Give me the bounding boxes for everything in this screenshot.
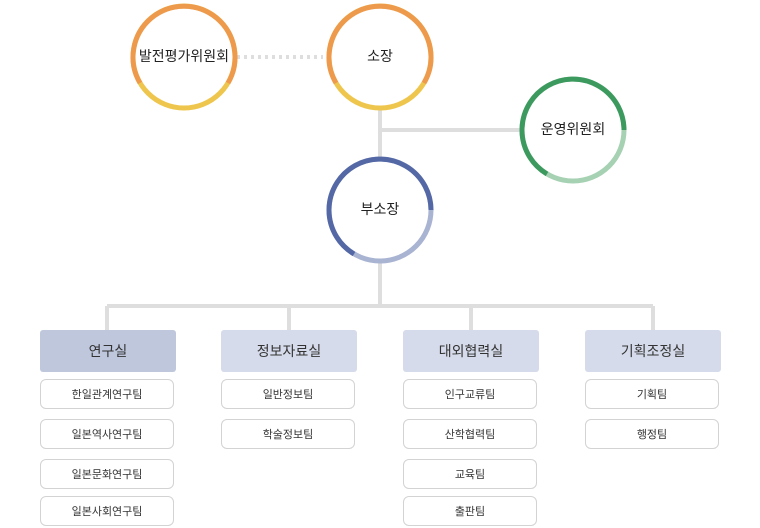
- team-external-2[interactable]: 산학협력팀: [403, 419, 537, 449]
- team-planning-1[interactable]: 기획팀: [585, 379, 719, 409]
- department-planning[interactable]: 기획조정실: [585, 330, 721, 372]
- director-ring: [326, 3, 434, 111]
- team-research-3[interactable]: 일본문화연구팀: [40, 459, 174, 489]
- steering-committee-label: 운영위원회: [540, 122, 606, 138]
- team-external-3[interactable]: 교육팀: [403, 459, 537, 489]
- department-external[interactable]: 대외협력실: [403, 330, 539, 372]
- deputy-director-ring: [326, 156, 434, 264]
- evaluation-committee-ring: [130, 3, 238, 111]
- team-external-4[interactable]: 출판팀: [403, 496, 537, 526]
- department-research[interactable]: 연구실: [40, 330, 176, 372]
- evaluation-committee-label: 발전평가위원회: [138, 49, 230, 65]
- team-research-2[interactable]: 일본역사연구팀: [40, 419, 174, 449]
- steering-committee-ring: [519, 76, 627, 184]
- deputy-director-label: 부소장: [360, 202, 400, 218]
- team-external-1[interactable]: 인구교류팀: [403, 379, 537, 409]
- department-information[interactable]: 정보자료실: [221, 330, 357, 372]
- team-information-2[interactable]: 학술정보팀: [221, 419, 355, 449]
- team-research-1[interactable]: 한일관계연구팀: [40, 379, 174, 409]
- director-label: 소장: [367, 49, 393, 65]
- team-information-1[interactable]: 일반정보팀: [221, 379, 355, 409]
- team-planning-2[interactable]: 행정팀: [585, 419, 719, 449]
- team-research-4[interactable]: 일본사회연구팀: [40, 496, 174, 526]
